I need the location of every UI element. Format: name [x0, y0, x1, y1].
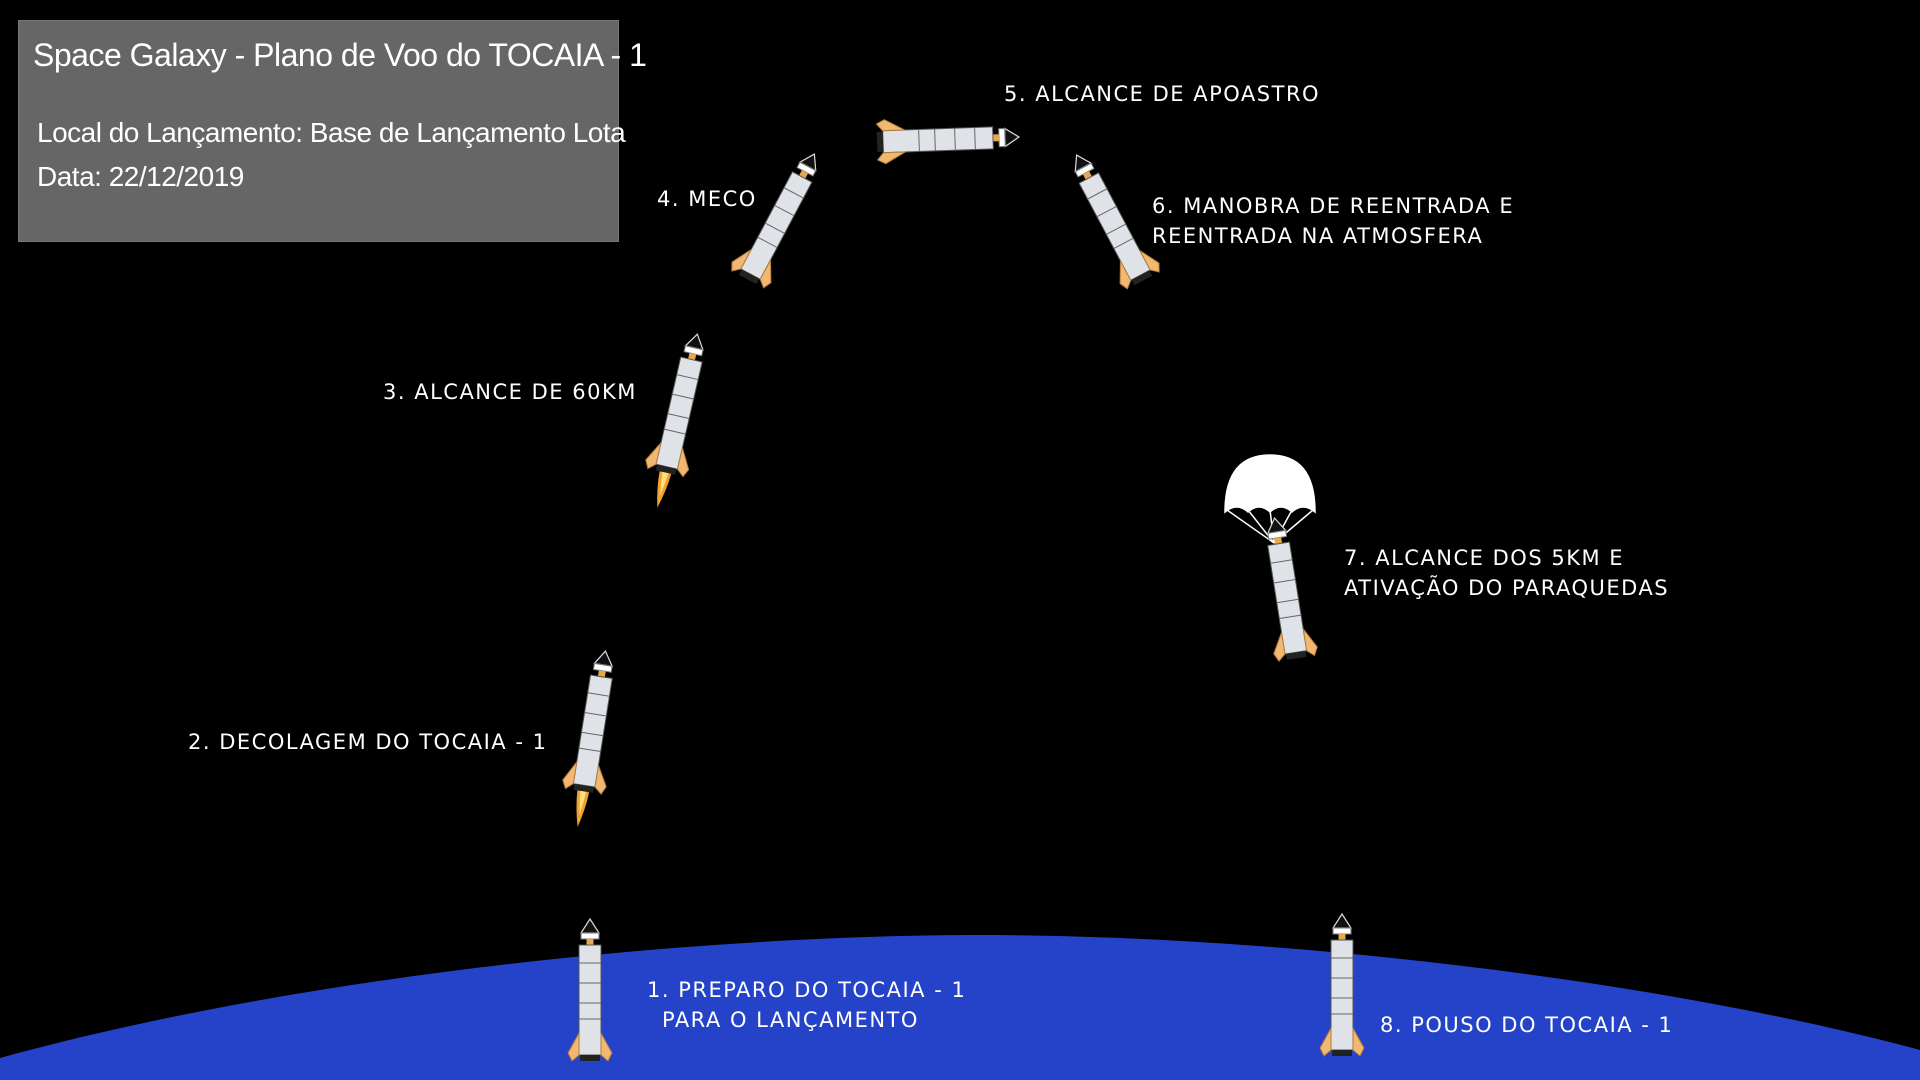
- rocket-icon: [560, 647, 628, 828]
- parachute-icon: [1224, 454, 1316, 544]
- step-1-label: 1. PREPARO DO TOCAIA - 1 PARA O LANÇAMEN…: [647, 975, 966, 1035]
- step-5-line-1: 5. ALCANCE DE APOASTRO: [1004, 82, 1321, 106]
- rocket-icon: [1056, 144, 1164, 292]
- step-1-line-1: 1. PREPARO DO TOCAIA - 1: [647, 978, 967, 1002]
- step-6-line-1: 6. MANOBRA DE REENTRADA E: [1152, 194, 1515, 218]
- step-2-label: 2. DECOLAGEM DO TOCAIA - 1: [188, 727, 547, 757]
- step-1-line-2: PARA O LANÇAMENTO: [662, 1008, 919, 1032]
- rocket-icon: [643, 328, 720, 509]
- launch-site: Local do Lançamento: Base de Lançamento …: [37, 117, 626, 148]
- step-7-line-2: ATIVAÇÃO DO PARAQUEDAS: [1344, 576, 1670, 600]
- rocket-icon: [875, 114, 1021, 165]
- step-3-label: 3. ALCANCE DE 60KM: [383, 377, 637, 407]
- flame-icon: [571, 790, 590, 828]
- mission-info-box: Space Galaxy - Plano de Voo do TOCAIA - …: [18, 20, 647, 242]
- rocket-icon: [1252, 514, 1320, 663]
- step-8-line-1: 8. POUSO DO TOCAIA - 1: [1380, 1013, 1674, 1037]
- earth-surface: [0, 935, 1920, 1080]
- step-2-line-1: 2. DECOLAGEM DO TOCAIA - 1: [188, 730, 548, 754]
- step-6-line-2: REENTRADA NA ATMOSFERA: [1152, 224, 1484, 248]
- step-6-label: 6. MANOBRA DE REENTRADA E REENTRADA NA A…: [1152, 191, 1514, 251]
- mission-title: Space Galaxy - Plano de Voo do TOCAIA - …: [33, 37, 647, 73]
- step-3-line-1: 3. ALCANCE DE 60KM: [383, 380, 637, 404]
- step-7-label: 7. ALCANCE DOS 5KM E ATIVAÇÃO DO PARAQUE…: [1344, 543, 1669, 603]
- step-4-line-1: 4. MECO: [657, 187, 757, 211]
- step-5-label: 5. ALCANCE DE APOASTRO: [1004, 79, 1320, 109]
- flame-icon: [651, 471, 672, 509]
- launch-date: Data: 22/12/2019: [37, 161, 244, 192]
- step-4-label: 4. MECO: [657, 184, 757, 214]
- rocket-icon: [727, 143, 835, 291]
- step-7-line-1: 7. ALCANCE DOS 5KM E: [1344, 546, 1625, 570]
- step-8-label: 8. POUSO DO TOCAIA - 1: [1380, 1010, 1673, 1040]
